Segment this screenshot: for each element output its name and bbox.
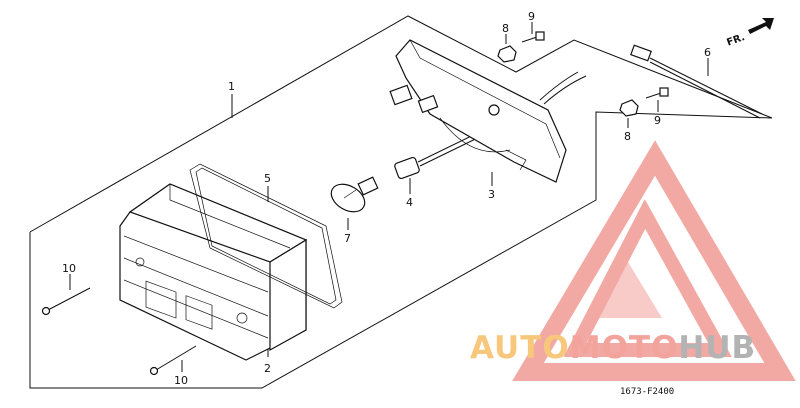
callout-10-upper: 10 <box>62 262 76 275</box>
front-direction-indicator: FR. <box>725 18 774 49</box>
callout-labels: 1 5 2 3 4 7 6 8 9 8 9 10 10 <box>62 10 711 387</box>
callout-10-lower: 10 <box>174 374 188 387</box>
diagram-code: 1673-F2400 <box>620 387 674 397</box>
callout-3: 3 <box>488 188 495 201</box>
fasteners-top <box>497 31 545 63</box>
bulb <box>330 176 379 213</box>
callout-9-top: 9 <box>528 10 535 23</box>
screw-lower <box>149 345 197 376</box>
watermark-triangle <box>512 140 796 381</box>
callout-9-right: 9 <box>654 114 661 127</box>
callout-2: 2 <box>264 362 271 375</box>
gasket <box>189 163 343 309</box>
screw-upper <box>41 287 91 316</box>
assembly-outline <box>29 15 773 389</box>
watermark-text-moto: MOTO <box>570 330 679 366</box>
callout-6: 6 <box>704 46 711 59</box>
leader-lines <box>69 22 709 372</box>
watermark-text-hub: HUB <box>678 330 756 366</box>
watermark-inner-triangle <box>563 199 732 357</box>
callout-5: 5 <box>264 172 271 185</box>
fasteners-right <box>619 87 669 117</box>
watermark-logo <box>512 140 796 381</box>
watermark-text-auto: AUTO <box>470 330 570 366</box>
callout-7: 7 <box>344 232 351 245</box>
strap <box>630 44 763 119</box>
callout-4: 4 <box>406 196 413 209</box>
taillight-base <box>389 39 587 183</box>
callout-8-top: 8 <box>502 22 509 35</box>
front-direction-label: FR. <box>725 32 746 49</box>
taillight-lens-unit <box>119 183 308 361</box>
callout-8-right: 8 <box>624 130 631 143</box>
callout-1: 1 <box>228 80 235 93</box>
front-arrow-icon <box>748 18 774 34</box>
watermark-text: AUTOMOTOHUB <box>470 330 756 366</box>
watermark-core-triangle <box>598 262 662 318</box>
